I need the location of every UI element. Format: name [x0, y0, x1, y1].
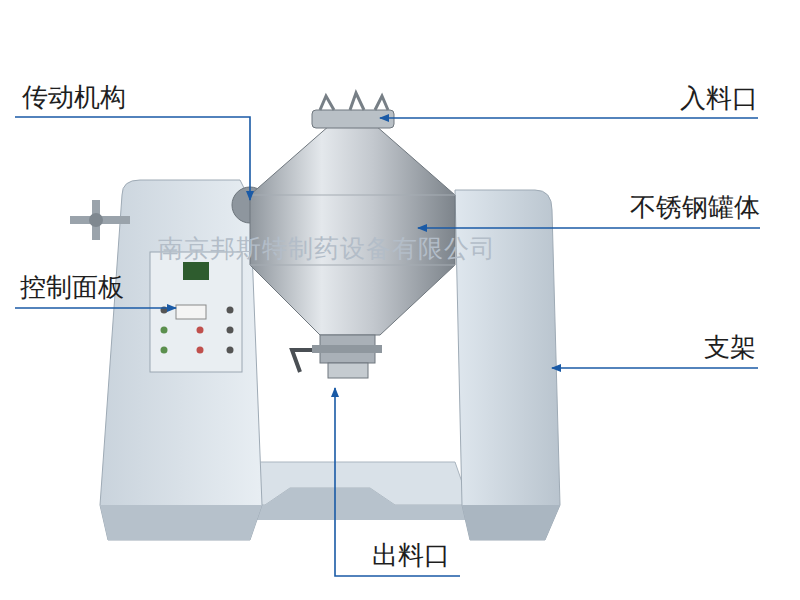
- part-label: 入料口: [680, 83, 758, 113]
- part-label: 传动机构: [22, 82, 126, 112]
- watermark: 南京邦斯特制药设备有限公司: [158, 234, 496, 264]
- part-label: 控制面板: [20, 272, 124, 302]
- part-label: 支架: [704, 332, 756, 362]
- part-label: 出料口: [372, 540, 450, 570]
- part-label: 不锈钢罐体: [630, 192, 760, 222]
